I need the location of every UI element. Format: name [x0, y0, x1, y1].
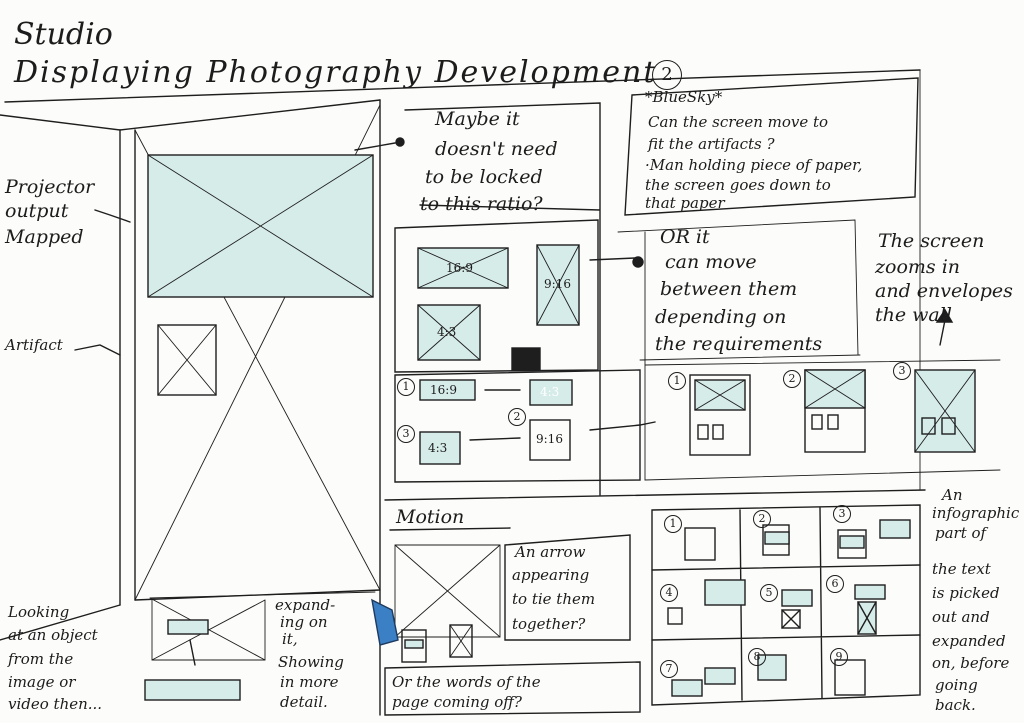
projector-label-2: output — [5, 200, 69, 222]
infographic-note-6: out and — [932, 608, 990, 626]
infographic-note-2: infographic — [932, 504, 1020, 522]
studio-heading: Studio — [14, 17, 113, 52]
infographic-note-4: the text — [932, 560, 991, 578]
expanding-note-4: Showing — [278, 653, 344, 671]
or-note-1: OR it — [660, 226, 710, 248]
maybe-note-1: Maybe it — [435, 108, 520, 130]
blue-sky-heading: *BlueSky* — [645, 88, 723, 106]
page-title: Displaying Photography Development — [14, 55, 658, 90]
infographic-note-9: going — [935, 676, 978, 694]
ratio-16-9: 16:9 — [446, 261, 473, 275]
expanding-note-3: it, — [282, 630, 298, 648]
blue-sky-3: ·Man holding piece of paper, — [645, 156, 863, 174]
looking-note-4: image or — [8, 673, 76, 691]
grid-step-6: 6 — [826, 575, 844, 593]
sequence-step-2: 2 — [508, 408, 526, 426]
page-number: 2 — [652, 60, 682, 90]
or-note-5: the requirements — [655, 333, 823, 355]
artifact-label: Artifact — [5, 336, 63, 354]
zoom-note-4: the wall — [875, 304, 952, 326]
ratio-9-16: 9:16 — [544, 277, 571, 291]
expanding-note-5: in more — [280, 673, 339, 691]
maybe-note-4: to this ratio? — [420, 193, 543, 215]
infographic-note-10: back. — [935, 696, 976, 714]
arrow-note-4: together? — [512, 615, 586, 633]
zoom-note-1: The screen — [878, 230, 985, 252]
grid-step-2: 2 — [753, 510, 771, 528]
grid-step-3: 3 — [833, 505, 851, 523]
blue-sky-5: that paper — [645, 194, 725, 212]
zoom-note-3: and envelopes — [875, 280, 1013, 302]
words-note-2: page coming off? — [392, 693, 522, 711]
blue-sky-1: Can the screen move to — [648, 113, 829, 131]
looking-note-2: at an object — [8, 626, 98, 644]
sequence-box-9-16: 9:16 — [536, 432, 563, 446]
sequence-step-3: 3 — [397, 425, 415, 443]
motion-heading: Motion — [396, 506, 465, 528]
or-note-3: between them — [660, 278, 798, 300]
looking-note-1: Looking — [8, 603, 70, 621]
ratio-4-3: 4:3 — [437, 325, 457, 339]
arrow-note-3: to tie them — [512, 590, 596, 608]
infographic-note-7: expanded — [932, 632, 1006, 650]
screen-step-1: 1 — [668, 372, 686, 390]
grid-step-7: 7 — [660, 660, 678, 678]
arrow-note-1: An arrow — [515, 543, 586, 561]
looking-note-3: from the — [8, 650, 74, 668]
screen-step-2: 2 — [783, 370, 801, 388]
or-note-2: can move — [665, 251, 757, 273]
arrow-note-2: appearing — [512, 566, 590, 584]
grid-step-9: 9 — [830, 648, 848, 666]
nine-step-grid — [651, 504, 921, 706]
maybe-note-2: doesn't need — [435, 138, 558, 160]
expanding-note-1: expand- — [275, 596, 336, 614]
words-note-1: Or the words of the — [392, 673, 541, 691]
expanding-note-2: ing on — [280, 613, 328, 631]
infographic-note-5: is picked — [932, 584, 1000, 602]
grid-step-1: 1 — [664, 515, 682, 533]
grid-step-5: 5 — [760, 584, 778, 602]
sequence-box-4-3-a: 4:3 — [540, 385, 560, 399]
blue-sky-2: fit the artifacts ? — [648, 135, 775, 153]
wall-drawing — [0, 99, 381, 641]
screen-step-3: 3 — [893, 362, 911, 380]
or-note-4: depending on — [655, 306, 787, 328]
infographic-note-1: An — [942, 486, 963, 504]
looking-note-5: video then... — [8, 695, 103, 713]
sequence-step-1: 1 — [397, 378, 415, 396]
blue-sky-4: the screen goes down to — [645, 176, 831, 194]
maybe-note-3: to be locked — [425, 166, 543, 188]
grid-step-8: 8 — [748, 648, 766, 666]
infographic-note-3: part of — [935, 524, 987, 542]
infographic-note-8: on, before — [932, 654, 1010, 672]
sequence-box-4-3-b: 4:3 — [428, 441, 448, 455]
projector-label-3: Mapped — [5, 226, 84, 248]
zoom-note-2: zooms in — [875, 256, 961, 278]
expanding-note-6: detail. — [280, 693, 328, 711]
projector-label-1: Projector — [5, 176, 95, 198]
grid-step-4: 4 — [660, 584, 678, 602]
sequence-box-16-9: 16:9 — [430, 383, 457, 397]
